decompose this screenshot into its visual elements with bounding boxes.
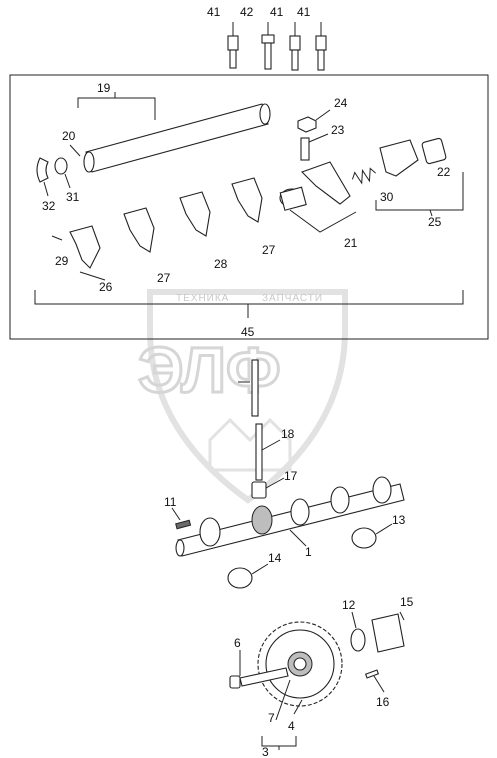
bolt-41-a xyxy=(227,22,239,69)
watermark-top-text: ТЕХНИКА xyxy=(176,293,229,304)
callout-28: 28 xyxy=(214,257,228,271)
washer-12 xyxy=(350,628,366,652)
callout-20: 20 xyxy=(62,129,76,143)
callout-41-a: 41 xyxy=(207,5,221,19)
rocker-shaft xyxy=(83,103,271,173)
callout-22: 22 xyxy=(437,165,451,179)
watermark-top-text-right: ЗАПЧАСТИ xyxy=(262,293,323,304)
rocker-27-a xyxy=(123,207,155,253)
callout-11: 11 xyxy=(164,495,177,509)
callout-26: 26 xyxy=(99,280,113,294)
adjust-screw-23 xyxy=(300,137,310,161)
rocker-21 xyxy=(279,161,351,211)
callout-27-b: 27 xyxy=(157,271,171,285)
thrust-plate-15 xyxy=(371,613,405,653)
screw-16 xyxy=(364,669,380,679)
cam-gear xyxy=(257,621,343,707)
callout-27-a: 27 xyxy=(262,243,276,257)
camshaft xyxy=(175,476,405,557)
callout-19: 19 xyxy=(97,81,111,95)
bracket-21 xyxy=(289,209,357,233)
callout-12: 12 xyxy=(342,598,356,612)
bracket-3 xyxy=(261,736,297,750)
callout-41-c: 41 xyxy=(297,5,311,19)
callout-4: 4 xyxy=(288,719,295,733)
bolt-6 xyxy=(229,650,289,689)
rocker-25 xyxy=(379,137,447,177)
callout-7: 7 xyxy=(268,711,275,725)
callout-41-b: 41 xyxy=(270,5,284,19)
bolt-41-c xyxy=(315,22,327,71)
callout-17: 17 xyxy=(284,469,298,483)
callout-25: 25 xyxy=(428,215,442,229)
callout-13: 13 xyxy=(392,513,406,527)
callout-31: 31 xyxy=(66,190,80,204)
callout-3: 3 xyxy=(262,745,269,758)
rocker-28 xyxy=(179,191,211,237)
bracket-26 xyxy=(79,271,106,281)
callout-18: 18 xyxy=(281,427,295,441)
ring-31 xyxy=(54,157,68,175)
tappet-17 xyxy=(251,481,267,499)
callout-16: 16 xyxy=(376,695,390,709)
watermark: ТЕХНИКА ЗАПЧАСТИ ЭЛФ xyxy=(137,289,348,504)
assembly-frame xyxy=(9,74,489,340)
callout-42: 42 xyxy=(240,5,254,19)
clip-32 xyxy=(36,157,49,183)
rocker-27-b xyxy=(231,177,263,223)
callout-29: 29 xyxy=(55,254,69,268)
callout-15: 15 xyxy=(400,595,414,609)
bracket-45 xyxy=(34,290,464,318)
spring-30 xyxy=(351,167,376,185)
callout-23: 23 xyxy=(331,123,345,137)
bracket-25 xyxy=(375,172,464,217)
nut-24 xyxy=(297,116,317,133)
callout-14: 14 xyxy=(268,551,282,565)
bracket-19 xyxy=(77,92,156,120)
key-11 xyxy=(175,519,192,530)
callout-1: 1 xyxy=(305,545,312,559)
callout-6: 6 xyxy=(234,636,241,650)
rocker-26 xyxy=(51,225,101,269)
callout-24: 24 xyxy=(334,96,348,110)
push-rod-lower xyxy=(238,359,281,481)
bushing-14 xyxy=(227,567,253,589)
callout-21: 21 xyxy=(344,236,358,250)
watermark-big-text: ЭЛФ xyxy=(138,334,281,406)
callout-32: 32 xyxy=(42,199,56,213)
bolt-41-b xyxy=(289,22,301,71)
bolt-42 xyxy=(261,22,275,70)
callout-30: 30 xyxy=(380,190,394,204)
callout-45: 45 xyxy=(241,325,255,339)
bushing-13 xyxy=(351,527,377,549)
